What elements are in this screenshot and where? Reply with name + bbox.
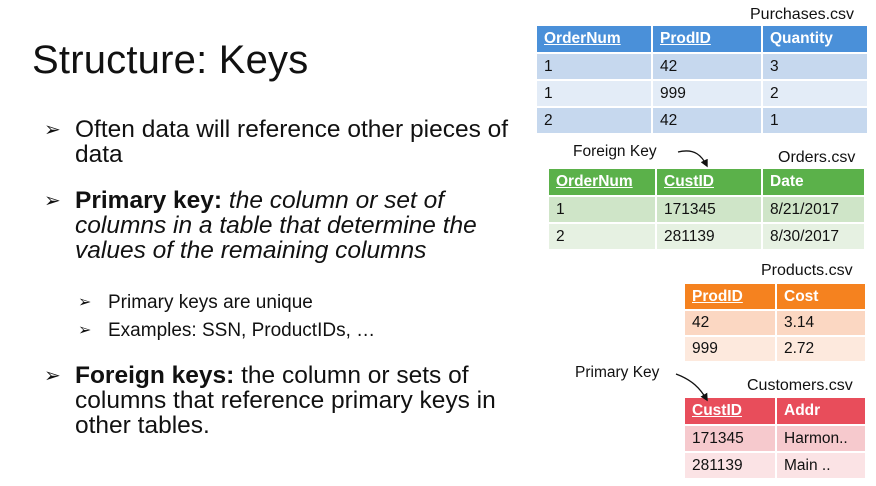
sub-bullet-examples: ➢ Examples: SSN, ProductIDs, …: [78, 320, 508, 342]
column-header: Addr: [776, 398, 867, 426]
customers-table: CustID Addr 171345 Harmon.. 281139 Main …: [685, 398, 867, 480]
table-row: 2 42 1: [537, 107, 869, 135]
table-cell: 171345: [656, 196, 763, 224]
table-header-row: CustID Addr: [685, 398, 867, 426]
orders-filename: Orders.csv: [778, 149, 856, 166]
sub-bullet-unique: ➢ Primary keys are unique: [78, 292, 508, 314]
table-cell: 42: [685, 310, 777, 337]
primary-key-arrow-icon: [675, 373, 708, 402]
table-cell: Harmon..: [776, 425, 867, 453]
column-header: OrderNum: [537, 26, 653, 54]
bullet-primary-key: ➢ Primary key: the column or set of colu…: [44, 188, 524, 263]
sub-bullet-text: Examples: SSN, ProductIDs, …: [108, 320, 376, 341]
table-cell: Main ..: [776, 452, 867, 480]
table-cell: 281139: [685, 452, 777, 480]
primary-key-annotation: Primary Key: [575, 364, 660, 381]
table-cell: 42: [652, 53, 763, 81]
arrow-bullet-icon: ➢: [78, 322, 92, 339]
table-row: 999 2.72: [685, 336, 867, 363]
purchases-filename: Purchases.csv: [750, 6, 855, 23]
products-filename: Products.csv: [761, 262, 853, 279]
column-header: CustID: [656, 169, 763, 197]
column-header: ProdID: [685, 284, 777, 311]
orders-table: OrderNum CustID Date 1 171345 8/21/2017 …: [549, 169, 866, 251]
products-table: ProdID Cost 42 3.14 999 2.72: [685, 284, 867, 363]
arrow-bullet-icon: ➢: [78, 294, 92, 311]
table-row: 42 3.14: [685, 310, 867, 337]
foreign-key-term: Foreign keys:: [75, 362, 235, 389]
table-cell: 1: [549, 196, 657, 224]
table-row: 1 42 3: [537, 53, 869, 81]
table-cell: 8/30/2017: [762, 223, 866, 251]
table-cell: 1: [537, 80, 653, 108]
column-header: ProdID: [652, 26, 763, 54]
bullet-text: Often data will reference other pieces o…: [75, 116, 509, 168]
bullet-text: Foreign keys: the column or sets of colu…: [75, 363, 524, 438]
column-header: Cost: [776, 284, 867, 311]
column-header: CustID: [685, 398, 777, 426]
table-row: 171345 Harmon..: [685, 425, 867, 453]
table-cell: 1: [762, 107, 869, 135]
primary-key-definition: the column or set of columns in a table …: [75, 187, 477, 264]
table-cell: 8/21/2017: [762, 196, 866, 224]
bullet-foreign-keys: ➢ Foreign keys: the column or sets of co…: [44, 363, 524, 438]
table-row: 1 171345 8/21/2017: [549, 196, 866, 224]
table-cell: 2: [537, 107, 653, 135]
table-cell: 42: [652, 107, 763, 135]
table-cell: 999: [685, 336, 777, 363]
table-cell: 3.14: [776, 310, 867, 337]
table-cell: 1: [537, 53, 653, 81]
purchases-table: OrderNum ProdID Quantity 1 42 3 1 999 2 …: [537, 26, 869, 135]
customers-filename: Customers.csv: [747, 377, 853, 394]
bullet-references: ➢ Often data will reference other pieces…: [44, 117, 524, 167]
arrow-bullet-icon: ➢: [44, 119, 61, 141]
arrow-bullet-icon: ➢: [44, 365, 61, 387]
table-cell: 171345: [685, 425, 777, 453]
table-header-row: OrderNum ProdID Quantity: [537, 26, 869, 54]
table-row: 281139 Main ..: [685, 452, 867, 480]
foreign-key-arrow-icon: [677, 150, 708, 168]
column-header: OrderNum: [549, 169, 657, 197]
arrow-bullet-icon: ➢: [44, 190, 61, 212]
foreign-key-definition: the column or sets of columns that refer…: [75, 362, 496, 439]
table-row: 2 281139 8/30/2017: [549, 223, 866, 251]
table-cell: 2.72: [776, 336, 867, 363]
table-cell: 2: [549, 223, 657, 251]
column-header: Quantity: [762, 26, 869, 54]
bullet-text: Primary key: the column or set of column…: [75, 188, 524, 263]
table-cell: 999: [652, 80, 763, 108]
table-cell: 281139: [656, 223, 763, 251]
table-cell: 3: [762, 53, 869, 81]
table-row: 1 999 2: [537, 80, 869, 108]
slide-title: Structure: Keys: [32, 38, 309, 82]
table-cell: 2: [762, 80, 869, 108]
primary-key-term: Primary key:: [75, 187, 223, 214]
column-header: Date: [762, 169, 866, 197]
table-header-row: ProdID Cost: [685, 284, 867, 311]
sub-bullet-text: Primary keys are unique: [108, 292, 313, 313]
table-header-row: OrderNum CustID Date: [549, 169, 866, 197]
foreign-key-annotation: Foreign Key: [573, 143, 657, 160]
